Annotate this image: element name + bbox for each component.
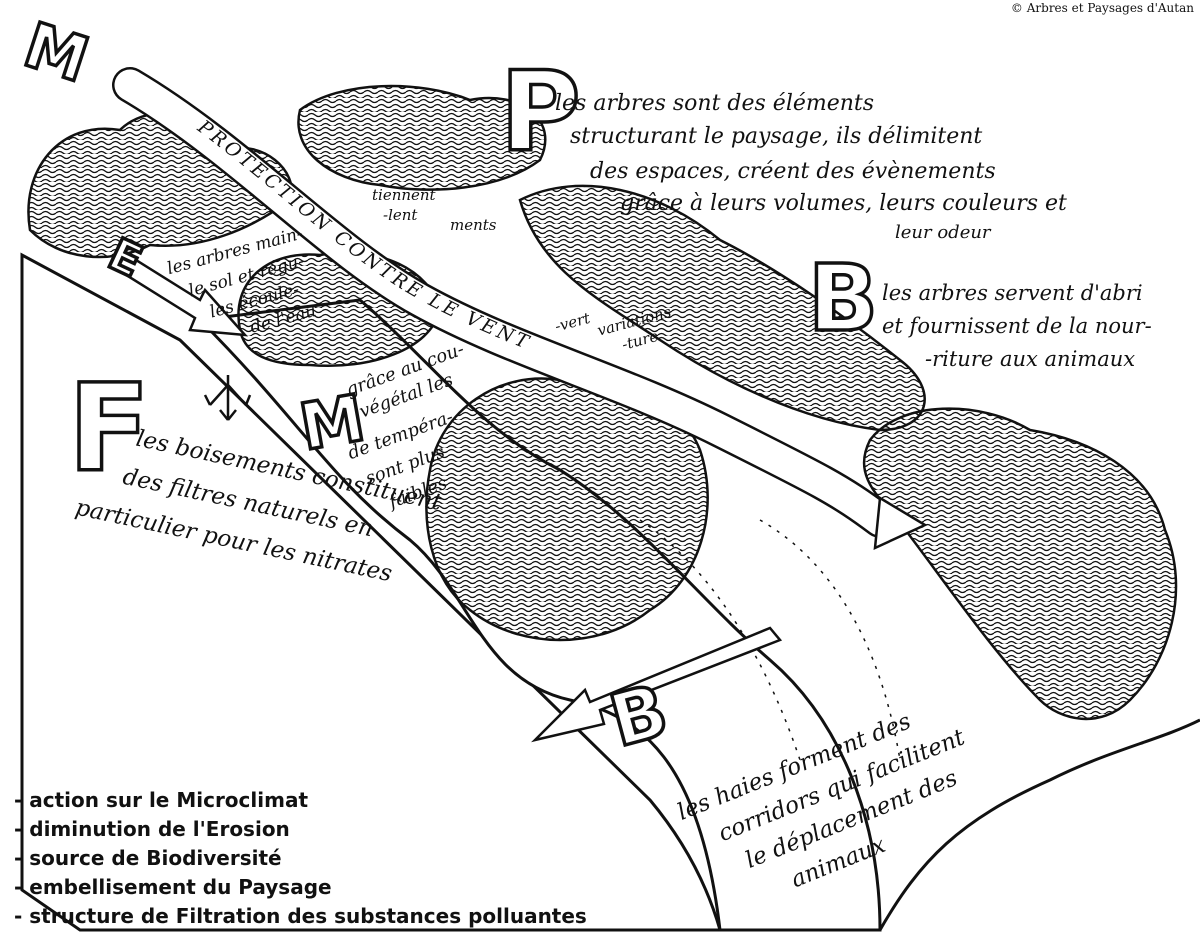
letter-m-top: M: [16, 8, 97, 96]
letter-m-mid: M: [295, 382, 371, 466]
note-paysage-line: grâce à leurs volumes, leurs couleurs et: [620, 191, 1067, 216]
note-erosion-tail-word: ments: [450, 216, 497, 234]
corridor-arrow: [531, 626, 783, 743]
note-paysage: les arbres sont des éléments structurant…: [555, 91, 1067, 243]
terrain-edge: [878, 718, 1200, 931]
summary-item-erosion: - diminution de l'Erosion: [14, 817, 290, 841]
hedge-far-right: [862, 407, 1178, 721]
note-biodiversite: les arbres servent d'abri et fournissent…: [882, 281, 1152, 371]
summary-item-microclimat: - action sur le Microclimat: [14, 788, 309, 812]
summary-list: - action sur le Microclimat - diminution…: [14, 786, 587, 931]
note-erosion-tail: tiennent -lent ments: [372, 186, 497, 234]
letter-b-right: B: [808, 245, 878, 352]
note-paysage-line: les arbres sont des éléments: [555, 91, 874, 116]
summary-item-biodiversite: - source de Biodiversité: [14, 846, 282, 870]
note-paysage-line: des espaces, créent des évènements: [590, 159, 996, 184]
note-paysage-line: structurant le paysage, ils délimitent: [570, 124, 982, 149]
erosion-arrows: [113, 248, 252, 421]
erosion-arrow-left: [113, 248, 249, 337]
note-paysage-line: leur odeur: [895, 222, 992, 243]
note-biodiversite-line: les arbres servent d'abri: [882, 281, 1143, 305]
letter-p: P: [500, 48, 581, 176]
note-erosion-tail-word: -lent: [383, 206, 418, 224]
note-microclimat-tail-word: -vert: [553, 309, 593, 336]
summary-item-filtration: - structure de Filtration des substances…: [14, 904, 587, 928]
vegetation: [27, 84, 1178, 721]
note-biodiversite-line: -riture aux animaux: [925, 347, 1135, 371]
wood-center: [425, 376, 709, 642]
copyright-credit: © Arbres et Paysages d'Autan: [1010, 1, 1194, 15]
hedge-ridge: [518, 184, 926, 432]
road-right-edge: [759, 519, 901, 761]
letter-f: F: [68, 360, 150, 499]
note-biodiversite-line: et fournissent de la nour-: [882, 314, 1152, 338]
infiltration-arrows: [203, 375, 252, 421]
wind-arrowhead: [873, 495, 928, 551]
note-erosion-tail-word: tiennent: [372, 186, 437, 204]
hedge-top-center: [297, 84, 547, 191]
summary-item-paysage: - embellisement du Paysage: [14, 875, 332, 899]
